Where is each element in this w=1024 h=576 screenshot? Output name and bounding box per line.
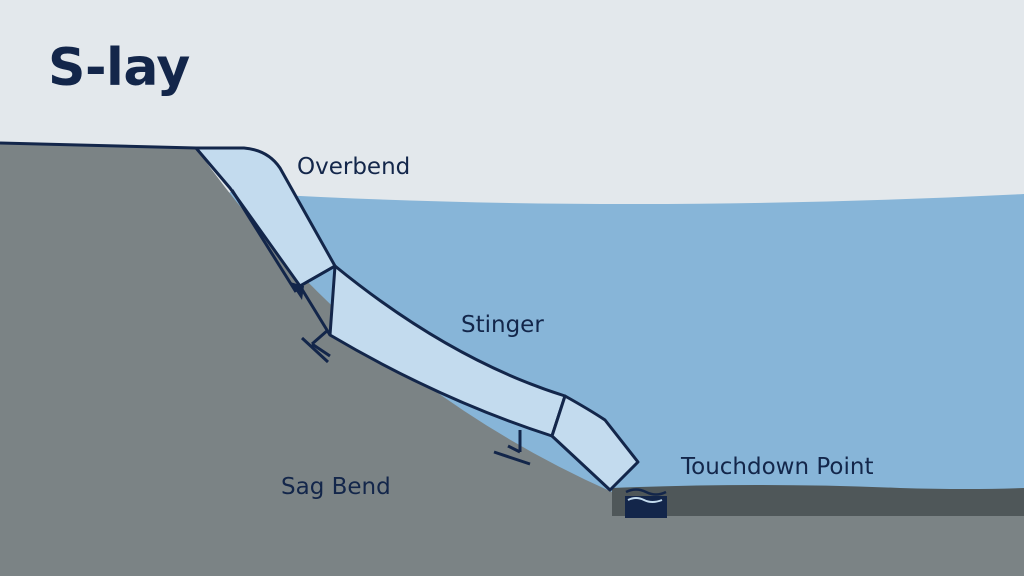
stinger-inner-line <box>298 285 332 336</box>
vessel-hull <box>0 143 1024 576</box>
deck-outline <box>0 141 197 150</box>
seabed <box>612 485 1024 516</box>
overbend-label: Overbend <box>297 154 411 180</box>
touchdown-point-label: Touchdown Point <box>681 454 874 480</box>
stinger-tip <box>550 394 640 492</box>
touchdown-marker <box>625 488 667 518</box>
stinger-divider <box>299 264 336 288</box>
diagram-title: S-lay <box>48 38 190 98</box>
roller-support-upper <box>300 328 331 364</box>
roller-support-lower <box>493 430 531 466</box>
stinger-label: Stinger <box>461 312 544 338</box>
direction-arrow-shaft <box>230 189 298 293</box>
sag-bend-label: Sag Bend <box>281 474 391 500</box>
direction-arrow-head <box>290 282 304 300</box>
